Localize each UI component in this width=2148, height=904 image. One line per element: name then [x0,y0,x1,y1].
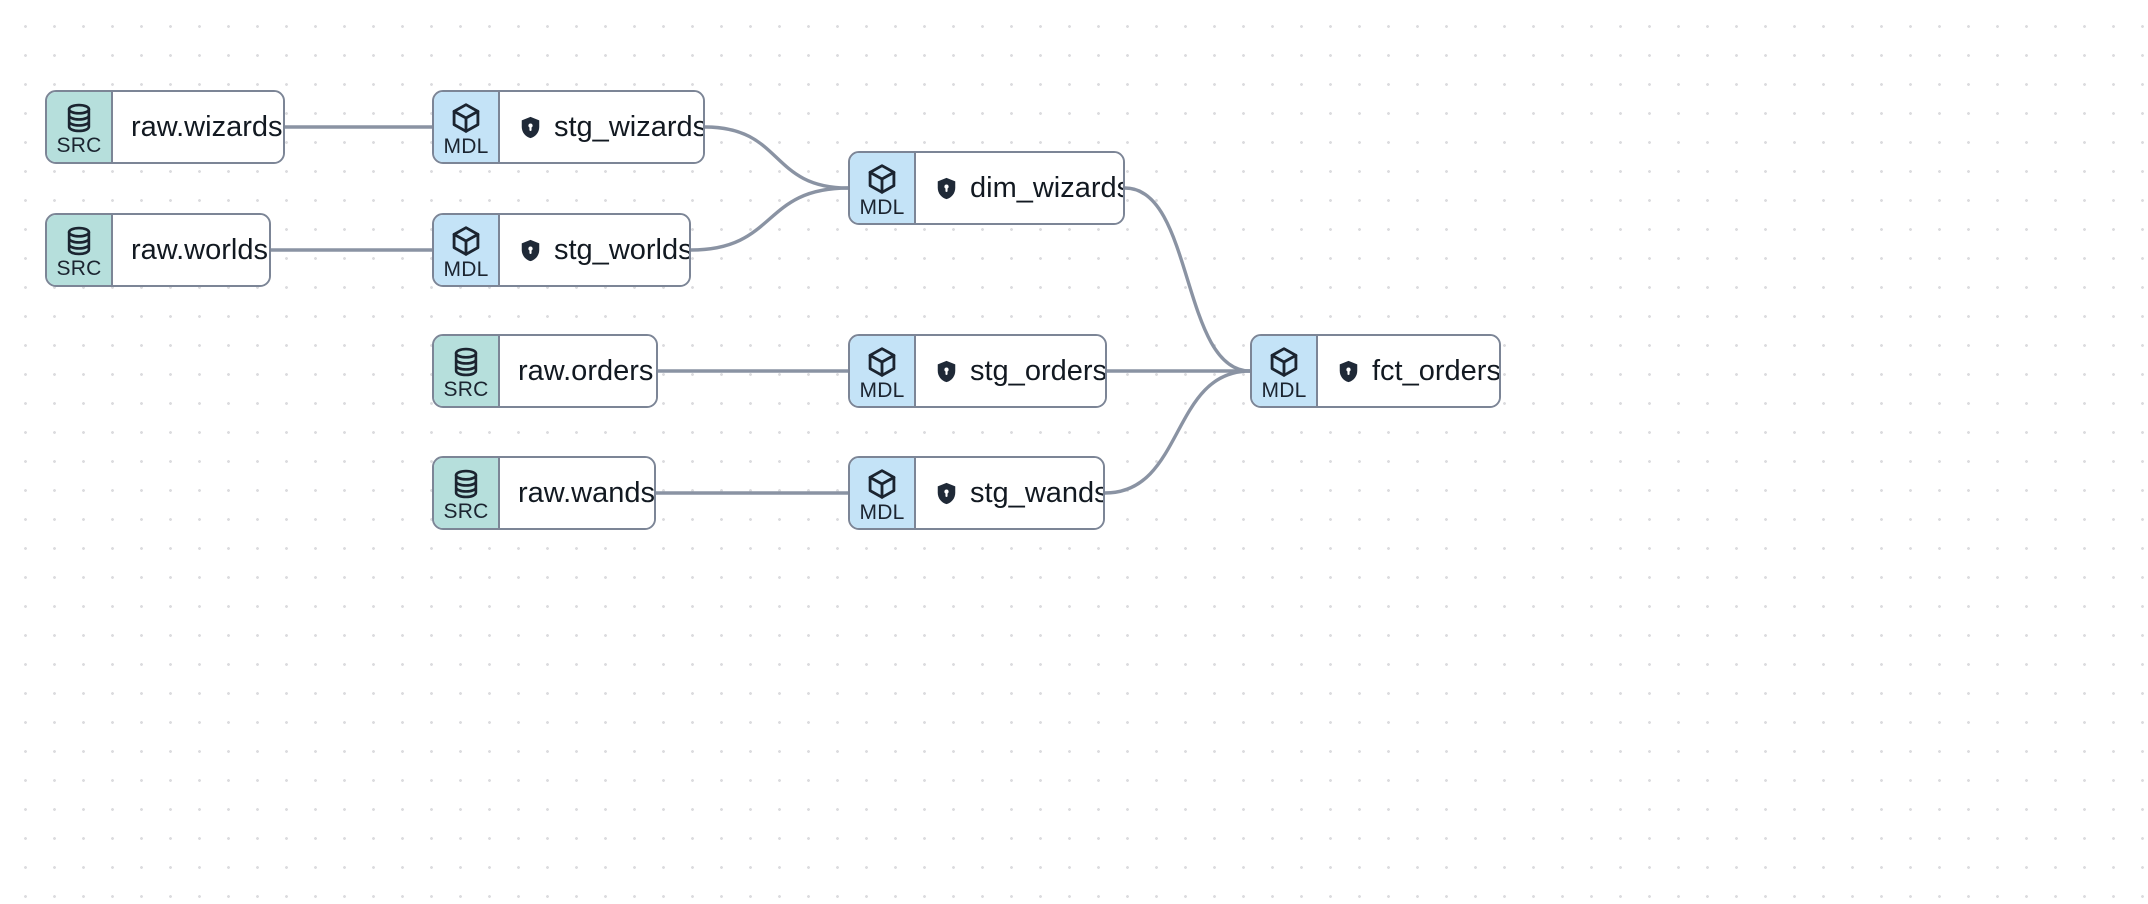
cube-icon [449,101,483,135]
node-stg_worlds[interactable]: MDL stg_worlds [432,213,691,287]
node-stg_wands[interactable]: MDL stg_wands [848,456,1105,530]
node-type-label: SRC [56,134,102,157]
node-type-badge-stg_worlds: MDL [434,215,500,285]
node-type-label: SRC [56,257,102,280]
node-type-badge-fct_orders: MDL [1252,336,1318,406]
node-type-badge-stg_wands: MDL [850,458,916,528]
node-type-badge-raw_wizards: SRC [47,92,113,162]
node-type-badge-raw_wands: SRC [434,458,500,528]
node-label: raw.orders [518,354,654,387]
database-icon [450,468,482,500]
node-type-label: MDL [859,501,905,524]
node-type-label: MDL [1261,379,1307,402]
node-body-raw_orders: raw.orders [500,336,656,406]
node-body-dim_wizards: dim_wizards [916,153,1125,223]
node-raw_orders[interactable]: SRC raw.orders [432,334,658,408]
node-body-stg_wands: stg_wands [916,458,1105,528]
shield-lock-icon [934,359,959,384]
node-label: raw.wands [518,476,656,509]
node-type-badge-raw_orders: SRC [434,336,500,406]
node-label: raw.worlds [131,233,268,266]
edge-dim_wizards-to-fct_orders [1123,186,1252,373]
node-type-badge-dim_wizards: MDL [850,153,916,223]
edge-stg_wands-to-fct_orders [1103,369,1252,495]
shield-lock-icon [1336,359,1361,384]
cube-icon [865,345,899,379]
node-type-label: MDL [859,196,905,219]
node-body-raw_wands: raw.wands [500,458,656,528]
node-label: stg_wands [970,476,1105,509]
database-icon [450,346,482,378]
node-body-stg_wizards: stg_wizards [500,92,705,162]
cube-icon [1267,345,1301,379]
node-type-label: MDL [443,258,489,281]
edge-stg_worlds-to-dim_wizards [689,186,850,252]
cube-icon [865,162,899,196]
node-stg_wizards[interactable]: MDL stg_wizards [432,90,705,164]
node-raw_worlds[interactable]: SRC raw.worlds [45,213,271,287]
node-type-badge-stg_wizards: MDL [434,92,500,162]
database-icon [63,102,95,134]
node-type-badge-raw_worlds: SRC [47,215,113,285]
node-type-label: MDL [859,379,905,402]
edge-stg_wizards-to-dim_wizards [703,125,850,190]
node-label: dim_wizards [970,171,1125,204]
node-label: stg_wizards [554,110,705,143]
node-body-raw_worlds: raw.worlds [113,215,269,285]
shield-lock-icon [934,481,959,506]
node-raw_wizards[interactable]: SRC raw.wizards [45,90,285,164]
node-body-raw_wizards: raw.wizards [113,92,283,162]
node-fct_orders[interactable]: MDL fct_orders [1250,334,1501,408]
node-type-label: MDL [443,135,489,158]
node-dim_wizards[interactable]: MDL dim_wizards [848,151,1125,225]
shield-lock-icon [518,115,543,140]
node-label: stg_orders [970,354,1107,387]
node-body-stg_orders: stg_orders [916,336,1107,406]
node-type-label: SRC [443,500,489,523]
node-raw_wands[interactable]: SRC raw.wands [432,456,656,530]
shield-lock-icon [518,238,543,263]
node-stg_orders[interactable]: MDL stg_orders [848,334,1107,408]
node-type-label: SRC [443,378,489,401]
node-body-fct_orders: fct_orders [1318,336,1501,406]
cube-icon [865,467,899,501]
node-type-badge-stg_orders: MDL [850,336,916,406]
cube-icon [449,224,483,258]
node-body-stg_worlds: stg_worlds [500,215,691,285]
shield-lock-icon [934,176,959,201]
node-label: stg_worlds [554,233,691,266]
database-icon [63,225,95,257]
node-label: raw.wizards [131,110,283,143]
node-label: fct_orders [1372,354,1501,387]
